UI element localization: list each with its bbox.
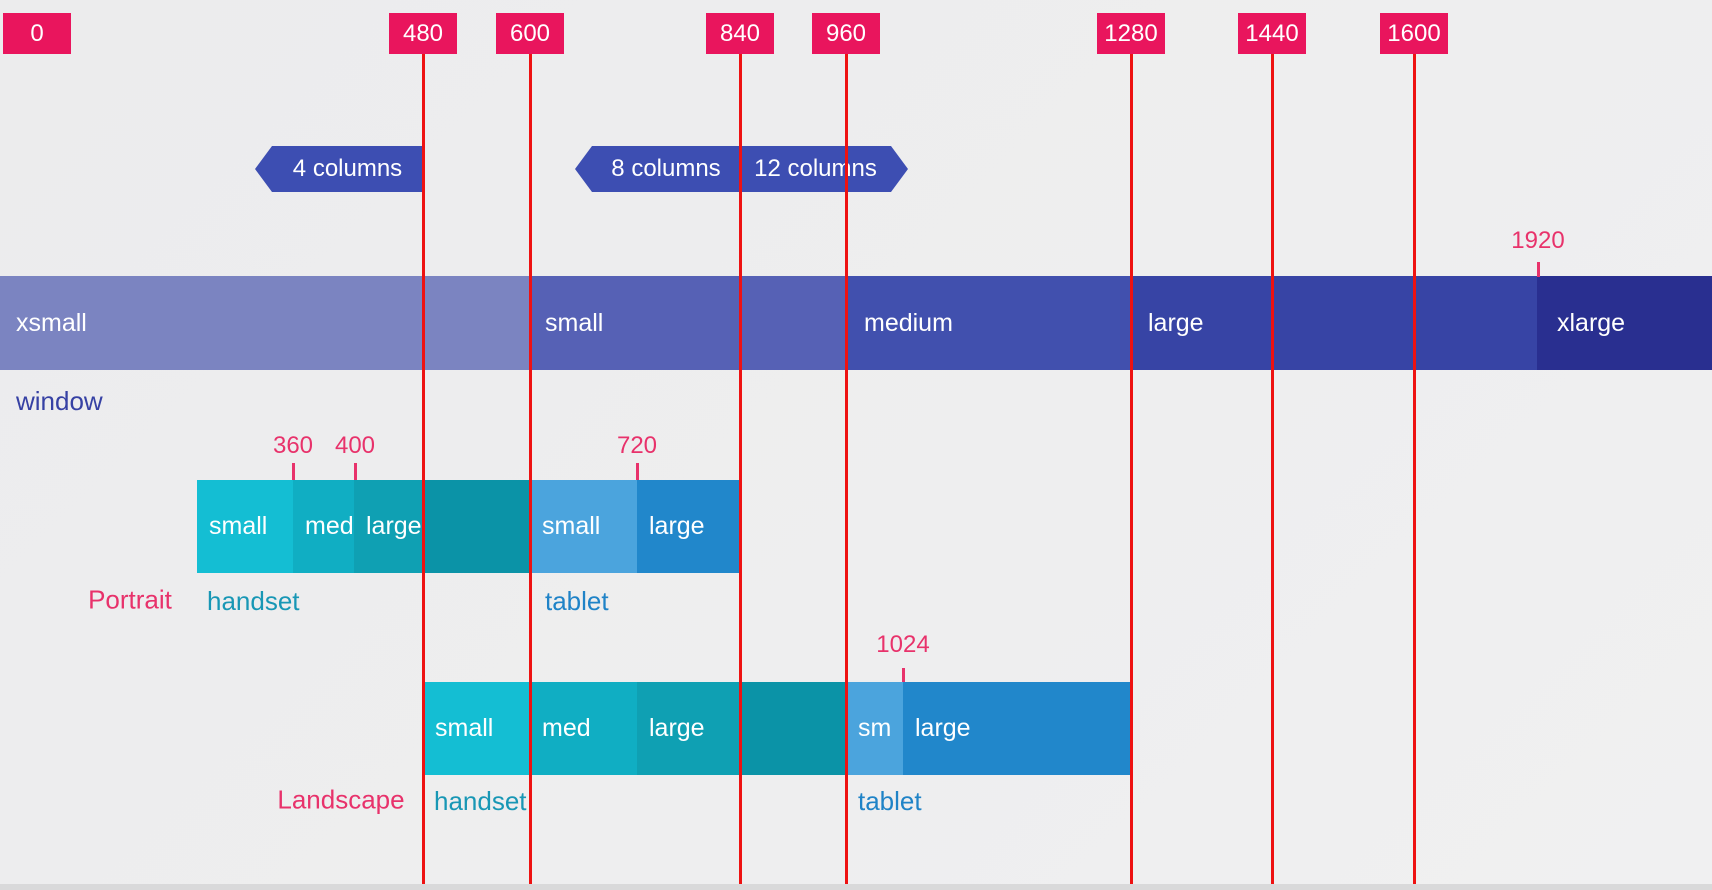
window-segment: large <box>1131 276 1537 370</box>
breakpoint-flag: 600 <box>496 13 564 54</box>
marker-tick <box>292 463 295 480</box>
column-badge: 12 columns <box>740 146 908 192</box>
device-bar-segment: small <box>423 682 530 775</box>
marker-label: 1920 <box>1511 227 1565 254</box>
breakpoint-flag: 1440 <box>1238 13 1306 54</box>
device-bar-segment: small <box>530 480 637 573</box>
device-row-label: Portrait <box>88 584 172 615</box>
window-segment: medium <box>846 276 1131 370</box>
device-bar-segment: med <box>293 480 354 573</box>
marker-label: 1024 <box>876 631 930 658</box>
device-group-label: handset <box>434 786 527 816</box>
device-bar-segment: large <box>637 682 741 775</box>
device-bar-segment: large <box>903 682 1133 775</box>
window-segment: xlarge <box>1537 276 1712 370</box>
window-caption: window <box>16 386 103 416</box>
window-segment: xsmall <box>0 276 530 370</box>
device-bar-segment <box>741 682 846 775</box>
marker-label: 720 <box>616 432 658 459</box>
device-group-label: tablet <box>858 786 922 816</box>
device-bar-segment: large <box>354 480 423 573</box>
breakpoint-line <box>1413 54 1416 884</box>
breakpoint-line <box>1130 54 1133 884</box>
marker-tick <box>1537 262 1540 277</box>
breakpoint-line <box>739 54 742 884</box>
device-bar-segment: sm <box>846 682 903 775</box>
breakpoint-line <box>845 54 848 884</box>
breakpoint-line <box>529 54 532 884</box>
breakpoint-line <box>422 54 425 884</box>
marker-tick <box>354 463 357 480</box>
breakpoint-flag: 0 <box>3 13 71 54</box>
device-bar-segment: large <box>637 480 741 573</box>
breakpoint-flag: 1280 <box>1097 13 1165 54</box>
column-badge: 4 columns <box>255 146 423 192</box>
bottom-edge <box>0 884 1712 890</box>
marker-tick <box>902 668 905 682</box>
device-bar-segment: med <box>530 682 637 775</box>
window-segment: small <box>530 276 846 370</box>
breakpoint-flag: 840 <box>706 13 774 54</box>
device-group-label: tablet <box>545 586 609 616</box>
marker-label: 360 <box>272 432 314 459</box>
breakpoint-flag: 480 <box>389 13 457 54</box>
marker-label: 400 <box>334 432 376 459</box>
device-bar-segment: small <box>197 480 293 573</box>
device-bar-segment <box>423 480 530 573</box>
column-badge: 8 columns <box>575 146 740 192</box>
breakpoint-line <box>1271 54 1274 884</box>
breakpoint-flag: 960 <box>812 13 880 54</box>
device-row-label: Landscape <box>277 784 405 815</box>
marker-tick <box>636 463 639 480</box>
device-group-label: handset <box>207 586 300 616</box>
breakpoint-flag: 1600 <box>1380 13 1448 54</box>
